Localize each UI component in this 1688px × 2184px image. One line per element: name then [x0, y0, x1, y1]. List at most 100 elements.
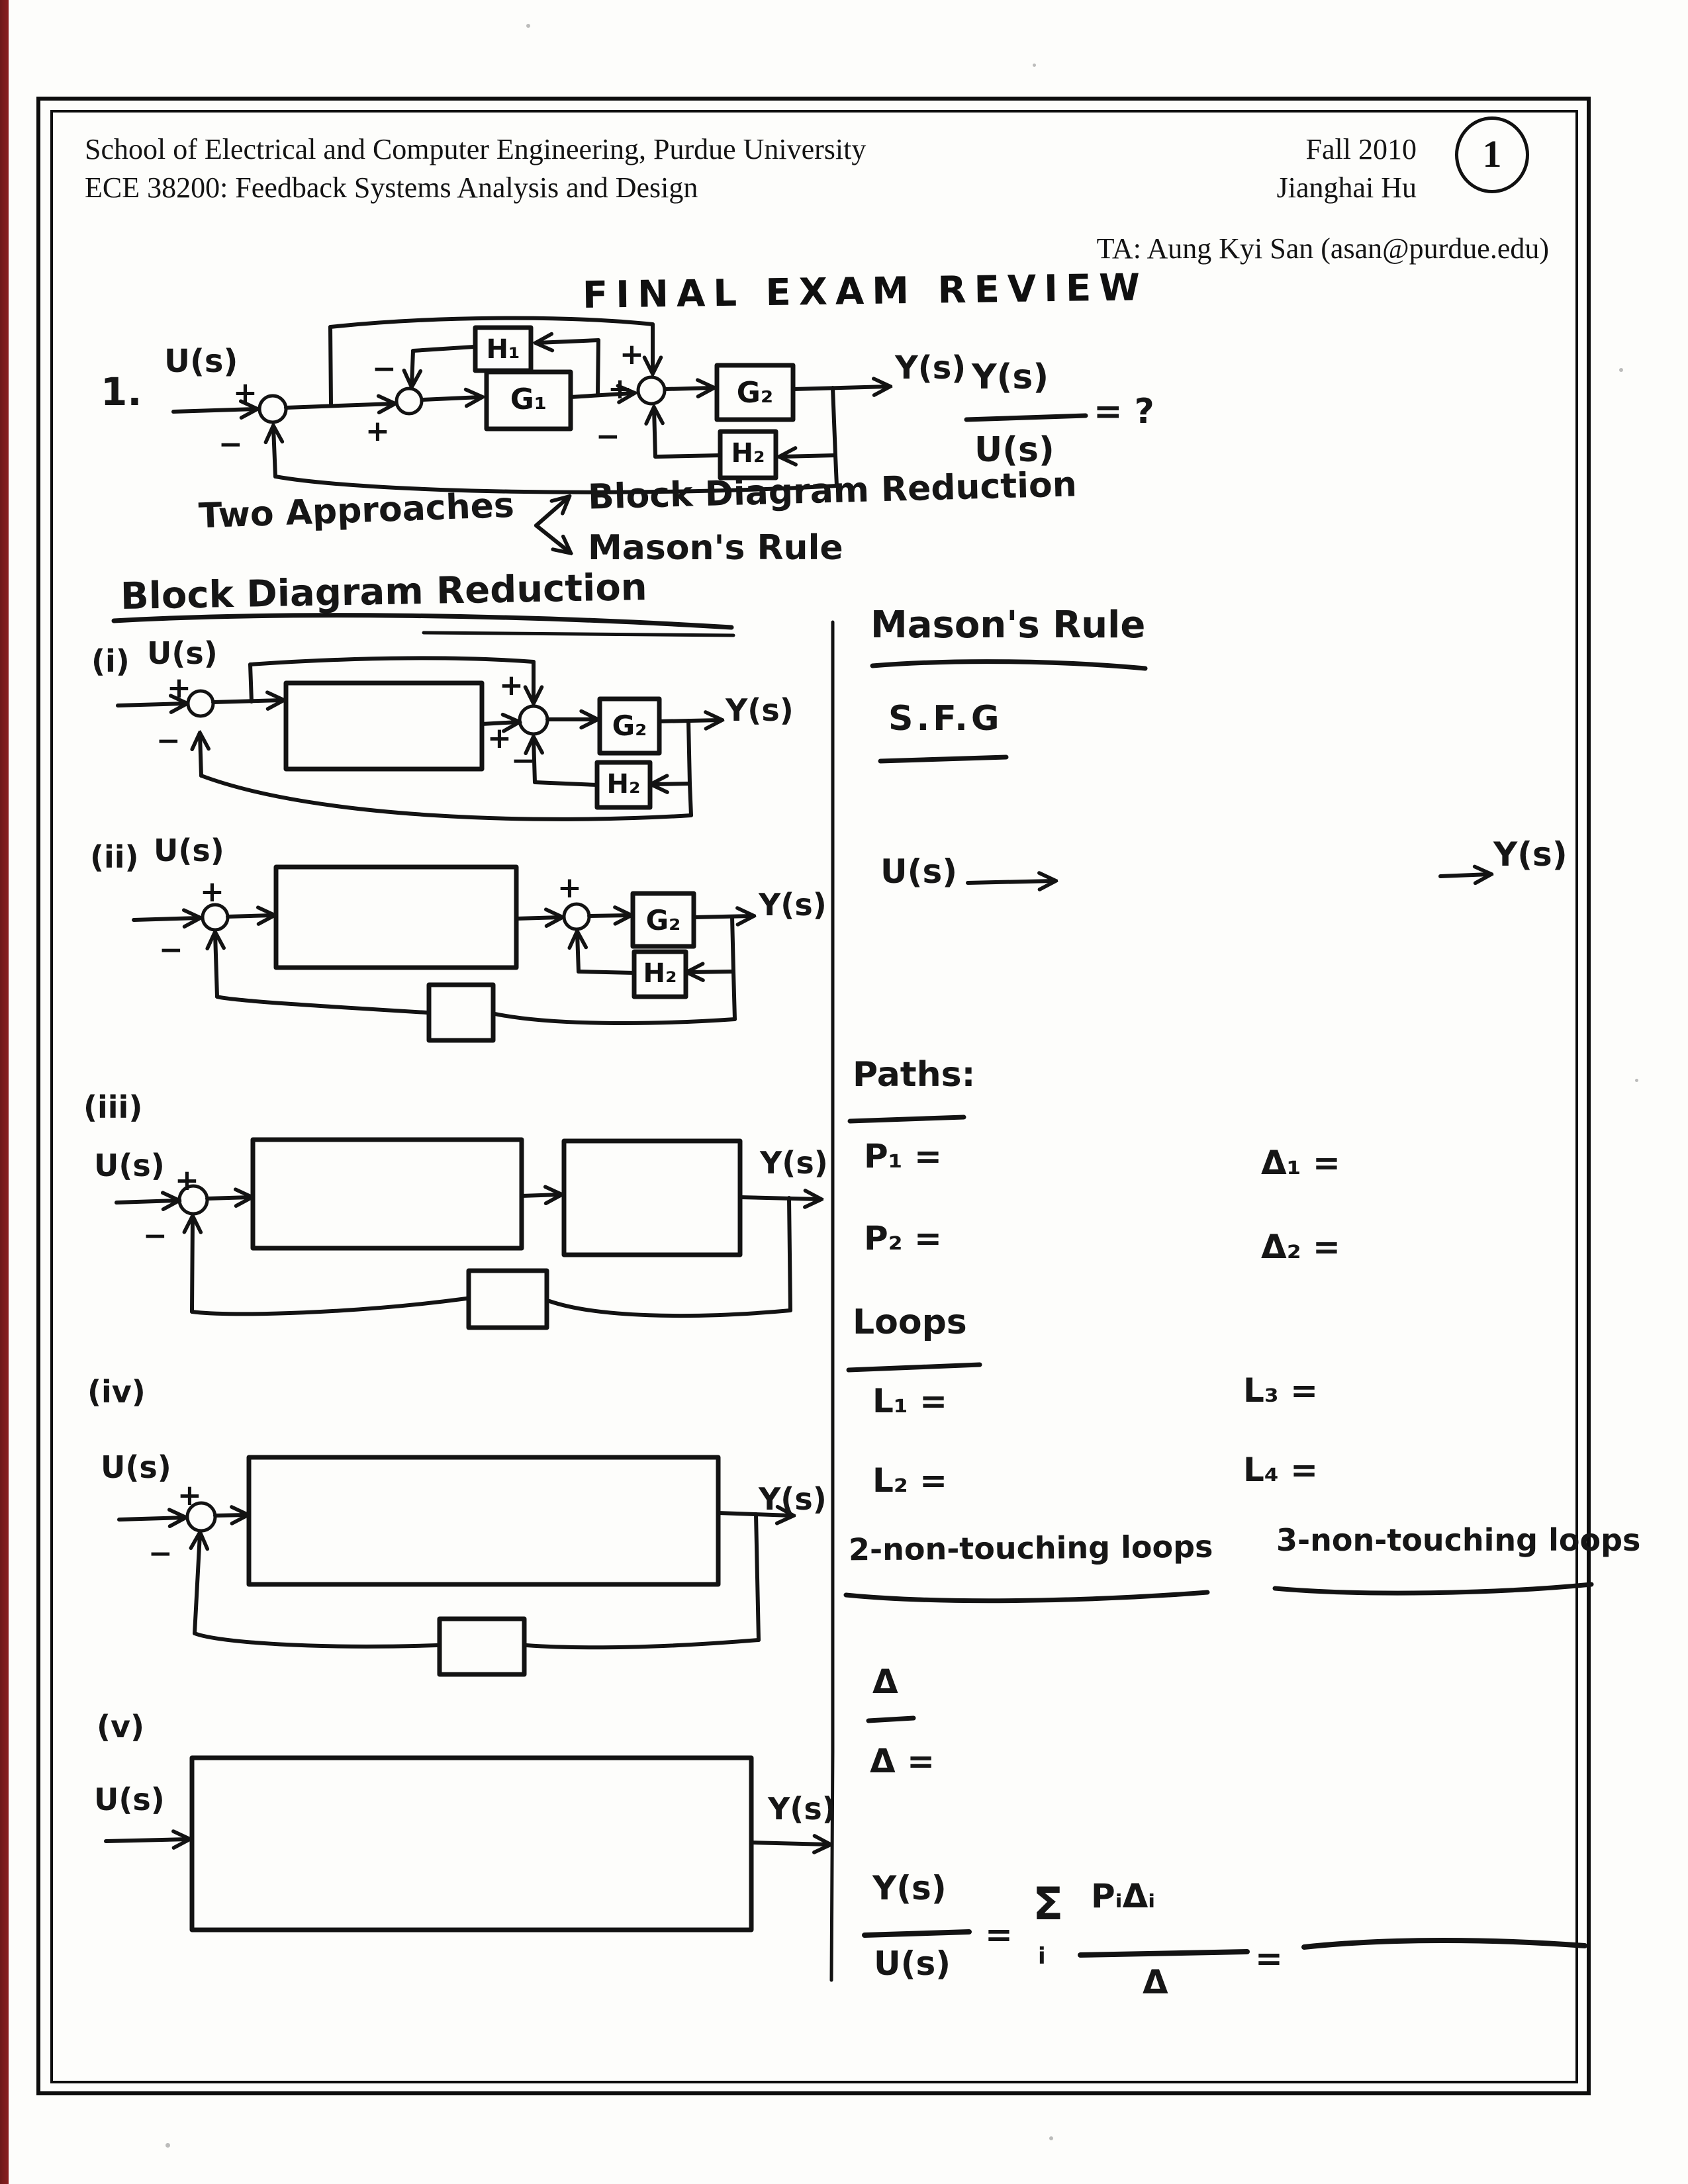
heading-underline: [111, 613, 734, 630]
delta-1: Δ₁ =: [1261, 1144, 1340, 1182]
paths-heading: Paths:: [853, 1055, 976, 1095]
item-label-iii: (iii): [83, 1089, 143, 1125]
diagram-v: [104, 1755, 829, 1933]
summing-junction: [258, 394, 288, 424]
y-label: Y(s): [768, 1791, 836, 1827]
loop-l1: L₁ =: [872, 1382, 948, 1420]
answer-blank-line: [1301, 1938, 1587, 1950]
page-border-inner: [50, 110, 1578, 2083]
page-number-badge: 1: [1455, 116, 1529, 193]
u-label: U(s): [154, 833, 224, 868]
y-label: Y(s): [726, 692, 794, 728]
empty-block: [283, 680, 485, 772]
minus-sign: −: [148, 1537, 173, 1570]
formula-numerator: Y(s): [872, 1869, 947, 1907]
empty-block: [273, 864, 519, 970]
empty-feedback-block: [426, 982, 496, 1043]
header-ta-line: TA: Aung Kyi San (asan@purdue.edu): [1096, 232, 1549, 265]
problem1-diagram: [171, 316, 1088, 552]
scan-edge-strip: [0, 0, 9, 2184]
sfg-output-label: Y(s): [1493, 835, 1568, 874]
delta-heading: Δ: [872, 1662, 898, 1701]
item-label-ii: (ii): [90, 839, 139, 875]
problem-number: 1.: [101, 369, 142, 414]
minus-sign: −: [218, 428, 243, 461]
delta-2: Δ₂ =: [1261, 1228, 1340, 1266]
header-instructor: Jianghai Hu: [1276, 171, 1417, 204]
empty-feedback-block: [437, 1616, 527, 1677]
u-label: U(s): [101, 1449, 171, 1485]
diagram-i: [116, 656, 720, 821]
scan-speck: [1619, 368, 1623, 372]
formula-equals-2: =: [1255, 1939, 1283, 1978]
plus-sign: +: [167, 671, 191, 705]
diagram-iii: [115, 1137, 820, 1330]
formula-delta: Δ: [1143, 1963, 1168, 2001]
ratio-numerator: Y(s): [972, 357, 1049, 397]
page-border-outer: [36, 97, 1591, 2095]
g2-block: [630, 891, 696, 949]
empty-block: [189, 1755, 754, 1933]
diagram-iv: [117, 1455, 792, 1677]
delta-underline: [866, 1715, 916, 1723]
g2-block: [597, 696, 662, 756]
plus-sign: +: [233, 376, 258, 410]
g2-label: G₂: [736, 376, 774, 410]
diagram-ii: [132, 864, 752, 1043]
header-school-line: School of Electrical and Computer Engine…: [85, 133, 867, 165]
nt3-underline: [1272, 1582, 1594, 1596]
minus-sign: −: [159, 933, 183, 967]
summing-junction: [186, 689, 215, 718]
u-label: U(s): [147, 635, 218, 671]
path-p2: P₂ =: [864, 1219, 942, 1257]
loops-underline: [846, 1362, 982, 1373]
sfg-input-arrow: [966, 881, 1054, 883]
item-label-v: (v): [97, 1709, 145, 1745]
non-touching-3-label: 3-non-touching loops: [1276, 1522, 1641, 1558]
y-label: Y(s): [895, 349, 966, 387]
approaches-brace: [534, 523, 569, 552]
plus-sign: +: [175, 1163, 199, 1197]
plus-sign: +: [608, 372, 632, 406]
minus-sign: −: [596, 420, 620, 453]
left-column-heading: Block Diagram Reduction: [120, 566, 648, 618]
h2-label: H₂: [731, 438, 765, 469]
empty-block: [246, 1455, 721, 1587]
plus-sign: +: [177, 1479, 202, 1512]
g2-block: [714, 363, 796, 422]
h1-block: [473, 325, 534, 373]
sfg-input-label: U(s): [880, 852, 958, 891]
scan-speck: [1635, 1079, 1638, 1082]
ratio-denominator: U(s): [974, 430, 1055, 470]
minus-sign: −: [511, 744, 536, 778]
formula-sigma-subscript: i: [1038, 1943, 1046, 1970]
fraction-bar: [964, 413, 1088, 422]
masons-rule-strokes: [843, 659, 1594, 1958]
plus-sign: +: [365, 414, 390, 448]
column-divider: [829, 620, 835, 1982]
ratio-question: = ?: [1094, 392, 1154, 432]
h1-label: H₁: [486, 334, 520, 365]
summing-junction: [562, 902, 591, 931]
summing-junction: [518, 704, 549, 736]
g2-label: G₂: [645, 904, 681, 936]
scan-speck: [165, 2143, 170, 2148]
plus-sign: +: [620, 338, 644, 371]
nt2-underline: [843, 1590, 1210, 1604]
loop-l4: L₄ =: [1243, 1451, 1319, 1489]
formula-denominator: U(s): [874, 1944, 951, 1983]
empty-feedback-block: [466, 1268, 549, 1330]
formula-terms: PᵢΔᵢ: [1091, 1877, 1156, 1915]
approaches-brace: [534, 498, 568, 527]
formula-fraction-bar: [862, 1929, 972, 1938]
y-label: Y(s): [760, 1145, 828, 1181]
empty-block: [250, 1137, 524, 1251]
plus-sign: +: [557, 871, 582, 905]
plus-sign: +: [487, 721, 512, 755]
item-label-i: (i): [91, 643, 130, 679]
minus-sign: −: [372, 352, 397, 386]
approach-mason-label: Mason's Rule: [588, 528, 843, 568]
scan-speck: [1033, 64, 1036, 67]
heading-underline: [422, 631, 735, 637]
